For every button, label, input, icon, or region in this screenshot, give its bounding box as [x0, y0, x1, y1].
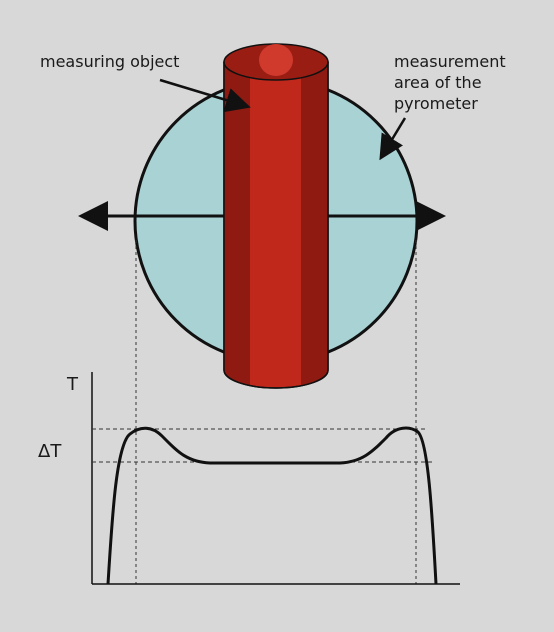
measurement-area-label-line-1: measurement: [394, 52, 506, 71]
temperature-curve: [106, 426, 438, 585]
measuring-object-pointer: [159, 78, 251, 113]
measuring-object-cylinder: [223, 43, 329, 389]
measurement-area-pointer: [379, 117, 407, 161]
measurement-area-label: measurement area of the pyrometer: [394, 52, 511, 113]
delta-t-label: ΔT: [38, 441, 62, 462]
measurement-area-label-line-3: pyrometer: [394, 94, 478, 113]
measuring-object-label: measuring object: [40, 52, 179, 71]
measurement-area-label-line-2: area of the: [394, 73, 482, 92]
y-axis-label: T: [66, 374, 79, 395]
